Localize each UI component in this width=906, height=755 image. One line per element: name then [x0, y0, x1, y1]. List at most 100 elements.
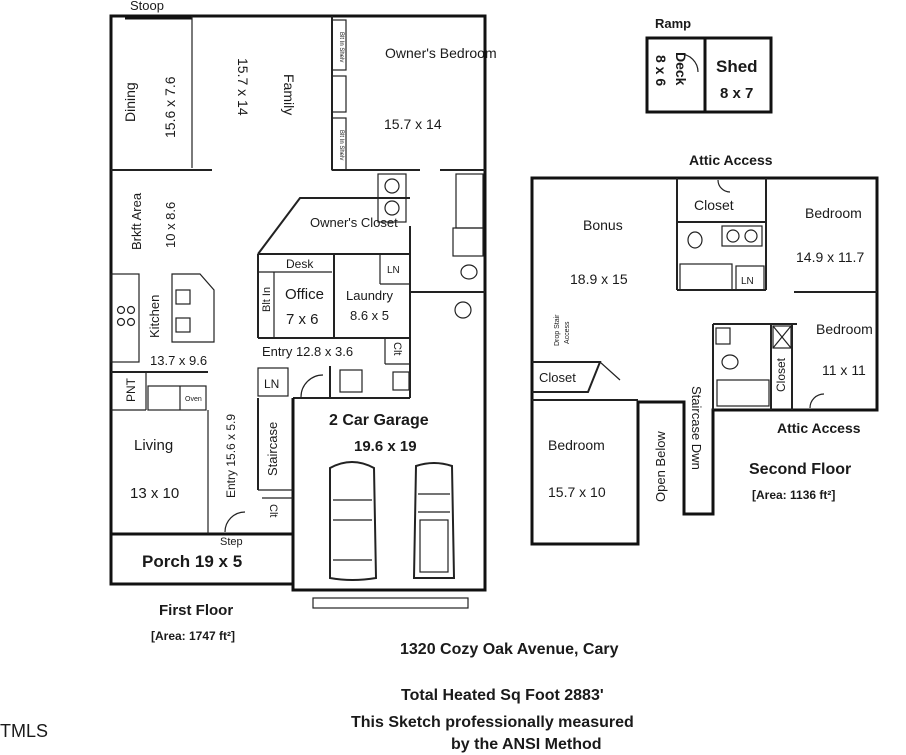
- bonus-dim: 18.9 x 15: [570, 271, 628, 287]
- driveway-strip: [312, 597, 469, 609]
- shed-label: Shed: [716, 57, 758, 76]
- open-below-label: Open Below: [653, 431, 668, 502]
- bedroom-mid-label: Bedroom: [816, 321, 873, 337]
- living-dim: 13 x 10: [130, 485, 179, 502]
- tub-3: [716, 379, 770, 407]
- clt-label-2: Clt: [267, 504, 279, 517]
- garage-label: 2 Car Garage: [329, 412, 429, 429]
- clt-label-1: Clt: [391, 342, 403, 355]
- deck-label: Deck: [673, 52, 689, 86]
- owners-closet-wall: [257, 197, 410, 255]
- staircase-dwn-label: Staircase Dwn: [689, 386, 704, 470]
- bltin-shelf-2-label: Blt In Shelv: [338, 130, 344, 160]
- attic-hatch: [772, 325, 792, 349]
- tub-2: [679, 263, 733, 291]
- attic-access-top: Attic Access: [689, 152, 773, 168]
- ln-closet: [257, 367, 289, 397]
- drop-stair-label-2: Access: [564, 321, 571, 344]
- bltin-label: Blt In: [261, 287, 273, 312]
- first-floor-area: [Area: 1747 ft²]: [151, 629, 235, 643]
- door-arc-mid-bedroom: [809, 393, 825, 409]
- shed-dim: 8 x 7: [720, 85, 753, 102]
- sink-2b: [744, 229, 758, 243]
- burner-4: [126, 317, 136, 327]
- laundry-dim: 8.6 x 5: [350, 308, 389, 323]
- measure-line-2: by the ANSI Method: [451, 736, 602, 753]
- second-floor-area: [Area: 1136 ft²]: [752, 488, 835, 502]
- drop-stair-label-1: Drop Stair: [554, 314, 561, 346]
- family-dim: 15.7 x 14: [235, 58, 251, 116]
- first-floor-plan: Stoop Dining 15.6 x 7.6 15.7 x 14 Family…: [109, 0, 497, 643]
- bkft-dim: 10 x 8.6: [163, 202, 178, 248]
- bedroom-right-dim: 14.9 x 11.7: [796, 249, 864, 265]
- measure-line-1: This Sketch professionally measured: [351, 714, 634, 731]
- second-floor-outer-wall: [530, 176, 879, 546]
- bkft-label: Brkft Area: [129, 192, 144, 250]
- burner-2: [126, 305, 136, 315]
- bedroom-right-label: Bedroom: [805, 205, 862, 221]
- desk-label: Desk: [286, 257, 314, 271]
- sink-1: [384, 178, 400, 194]
- dining-dim: 15.6 x 7.6: [162, 76, 178, 138]
- kitchen-island: [171, 273, 215, 343]
- half-bath-toilet: [339, 369, 363, 393]
- door-arc-entry: [224, 511, 246, 533]
- office-label: Office: [285, 286, 324, 303]
- pnt-label: PNT: [124, 377, 138, 402]
- deck-dim: 8 x 6: [653, 55, 669, 86]
- attic-door-arc: [717, 179, 731, 193]
- staircase-label: Staircase: [265, 422, 280, 476]
- car-sedan: [329, 461, 378, 581]
- deck-shed: Ramp Deck 8 x 6 Shed 8 x 7: [645, 16, 773, 114]
- family-label: Family: [281, 74, 297, 115]
- bltin-shelf-1-label: Blt In Shelv: [338, 32, 344, 62]
- toilet-3: [721, 354, 739, 370]
- hatch-x2: [772, 325, 792, 349]
- step-label: Step: [220, 536, 243, 548]
- kitchen-label: Kitchen: [147, 295, 162, 338]
- bedroom-left-label: Bedroom: [548, 437, 605, 453]
- burner-1: [116, 305, 126, 315]
- porch-label: Porch 19 x 5: [142, 552, 242, 571]
- car-truck: [412, 462, 456, 579]
- fireplace: [331, 75, 347, 113]
- attic-access-bottom: Attic Access: [777, 420, 861, 436]
- tmls-logo: TMLS: [0, 721, 48, 741]
- bathtub: [455, 173, 484, 229]
- closet-top-label: Closet: [694, 197, 734, 213]
- half-bath-sink: [392, 371, 410, 391]
- double-sink-2: [721, 225, 763, 247]
- second-floor-title: Second Floor: [749, 461, 851, 478]
- laundry-label: Laundry: [346, 288, 393, 303]
- sink-3: [715, 327, 731, 345]
- first-floor-title: First Floor: [159, 602, 233, 619]
- burner-3: [116, 317, 126, 327]
- island-sink: [175, 289, 191, 305]
- closet-left-door: [532, 361, 621, 381]
- water-heater: [454, 301, 472, 319]
- owners-bedroom-dim: 15.7 x 14: [384, 116, 442, 132]
- entry-tall-label: Entry 15.6 x 5.9: [224, 414, 238, 498]
- ln-label-1: LN: [387, 265, 400, 276]
- bedroom-mid-dim: 11 x 11: [822, 362, 866, 378]
- door-arc-garage: [300, 374, 324, 398]
- oven-counter: [147, 385, 207, 411]
- total-heated: Total Heated Sq Foot 2883': [401, 687, 604, 704]
- bltin-shelf-1: [331, 19, 347, 71]
- footer: 1320 Cozy Oak Avenue, Cary Total Heated …: [0, 641, 634, 753]
- bedroom-left-dim: 15.7 x 10: [548, 484, 606, 500]
- bonus-label: Bonus: [583, 217, 623, 233]
- toilet-2: [687, 231, 703, 249]
- sink-2a: [726, 229, 740, 243]
- dining-label: Dining: [122, 82, 138, 122]
- address: 1320 Cozy Oak Avenue, Cary: [400, 641, 619, 658]
- office-dim: 7 x 6: [286, 311, 319, 328]
- ln-label-2: LN: [264, 377, 279, 391]
- closet-mid-label: Closet: [774, 357, 788, 392]
- ln-2-label: LN: [741, 276, 754, 287]
- deck-door-arc: [679, 53, 699, 73]
- garage-dim: 19.6 x 19: [354, 438, 417, 455]
- ramp-label: Ramp: [655, 16, 691, 31]
- stoop-label: Stoop: [130, 0, 164, 13]
